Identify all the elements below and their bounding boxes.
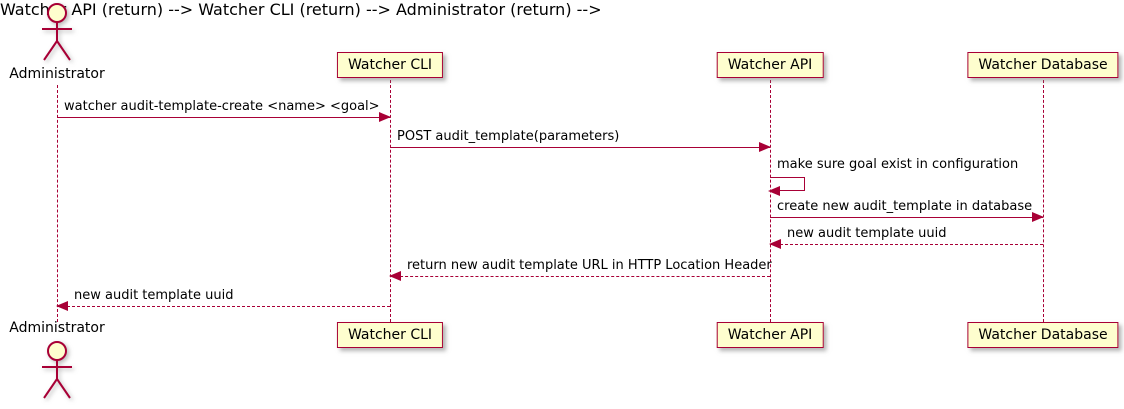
lifeline-watcher-cli [390,80,391,322]
arrowhead-left-icon [768,185,780,196]
message-label-self-check-goal: make sure goal exist in configuration [777,157,1019,172]
participant-box-watcher-cli-top: Watcher CLI [336,52,444,78]
message-label: new audit template uuid [787,226,947,241]
message-line [390,276,770,277]
actor-icon-administrator-top [42,3,72,61]
arrowhead-left-icon [389,271,401,281]
lifeline-watcher-database [1043,80,1044,322]
actor-label-administrator-top: Administrator [9,66,105,82]
message-line [390,147,770,148]
message-label: new audit template uuid [74,288,234,303]
message-label: POST audit_template(parameters) [397,129,620,144]
participant-box-watcher-database-top: Watcher Database [967,52,1119,78]
lifeline-watcher-api [770,80,771,322]
message-label: create new audit_template in database [777,199,1033,214]
message-line [770,244,1043,245]
message-label: watcher audit-template-create <name> <go… [64,99,380,114]
message-self-loop [768,177,805,196]
arrowhead-left-icon [769,239,781,249]
message-line [57,117,390,118]
arrowhead-right-icon [759,142,771,152]
arrowhead-left-icon [56,301,68,311]
message-label: return new audit template URL in HTTP Lo… [407,258,772,273]
participant-box-watcher-database-bottom: Watcher Database [967,322,1119,348]
participant-box-watcher-api-bottom: Watcher API [716,322,824,348]
actor-label-administrator-bottom: Administrator [9,320,105,336]
message-line [57,306,390,307]
participant-box-watcher-api-top: Watcher API [716,52,824,78]
actor-icon-administrator-bottom [42,341,72,399]
message-line [770,217,1043,218]
participant-box-watcher-cli-bottom: Watcher CLI [336,322,444,348]
lifeline-administrator [57,85,58,322]
arrowhead-right-icon [379,112,391,122]
arrowhead-right-icon [1032,212,1044,222]
